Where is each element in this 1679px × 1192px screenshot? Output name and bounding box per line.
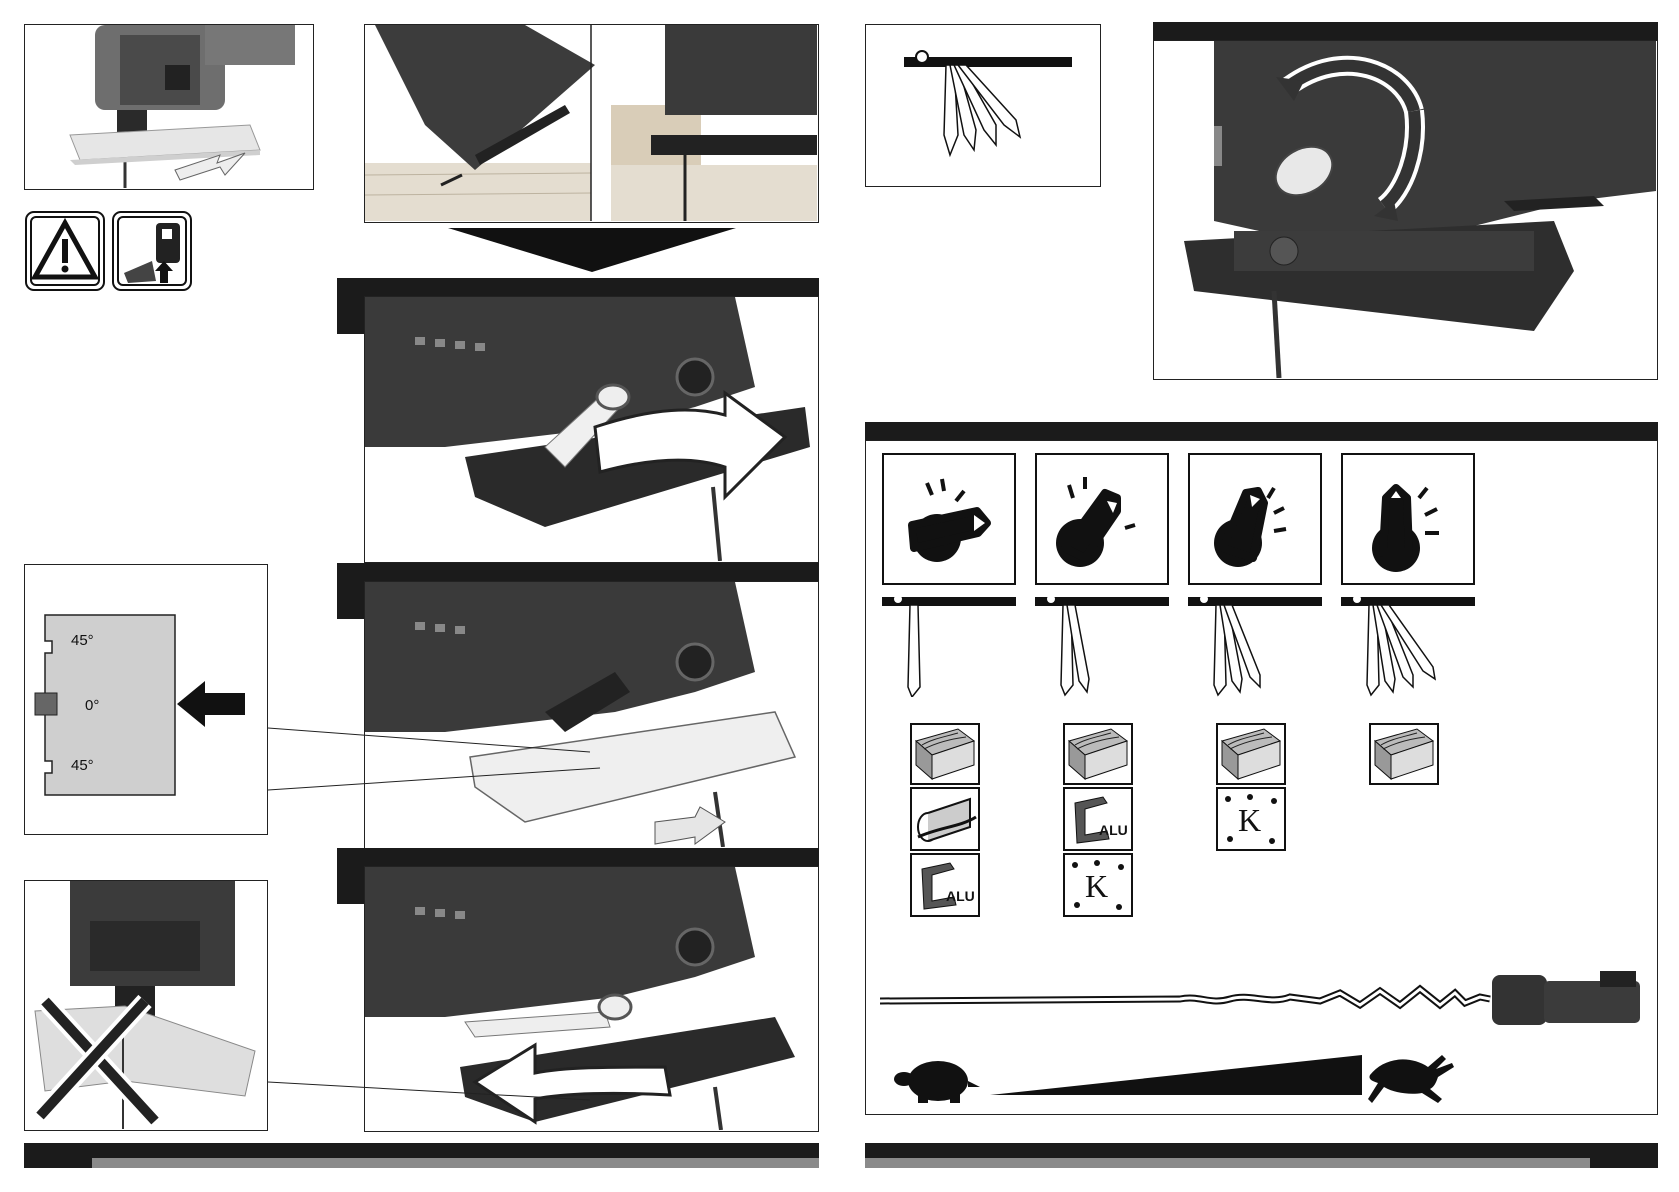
plastic-label: K: [1238, 802, 1261, 838]
pendulum-position-2-icon: [1188, 453, 1322, 585]
cut-line-and-tool: [880, 961, 1645, 1031]
plastic-pipe-icon: [910, 787, 980, 851]
alu-label: ALU: [946, 888, 975, 904]
wood-icon: [1216, 723, 1286, 785]
settings-panel: ALU ALU K K: [865, 440, 1658, 1115]
plastic-k-icon: K: [1216, 787, 1286, 851]
wood-icon: [1369, 723, 1439, 785]
alu-label: ALU: [1099, 822, 1128, 838]
right-footer-gray: [865, 1158, 1590, 1168]
wood-icon: [910, 723, 980, 785]
aluminium-profile-icon: ALU: [1063, 787, 1133, 851]
tortoise-icon: [892, 1053, 980, 1105]
blade-stroke-3: [1341, 597, 1475, 697]
blade-stroke-0: [882, 597, 1016, 697]
pendulum-position-0-icon: [882, 453, 1016, 585]
figure-pendulum-knob: [1153, 40, 1658, 380]
plastic-label: K: [1085, 868, 1108, 904]
hare-icon: [1364, 1047, 1462, 1107]
left-footer-gray: [92, 1158, 819, 1168]
settings-panel-header: [865, 422, 1658, 440]
pendulum-position-1-icon: [1035, 453, 1169, 585]
aluminium-profile-icon: ALU: [910, 853, 980, 917]
blade-stroke-2: [1188, 597, 1322, 697]
pendulum-position-3-icon: [1341, 453, 1475, 585]
blade-stroke-1: [1035, 597, 1169, 697]
pendulum-figure-header: [1153, 22, 1658, 40]
figure-blade-oscillation: [865, 24, 1101, 187]
speed-wedge: [990, 1055, 1362, 1097]
plastic-k-icon: K: [1063, 853, 1133, 917]
wood-icon: [1063, 723, 1133, 785]
